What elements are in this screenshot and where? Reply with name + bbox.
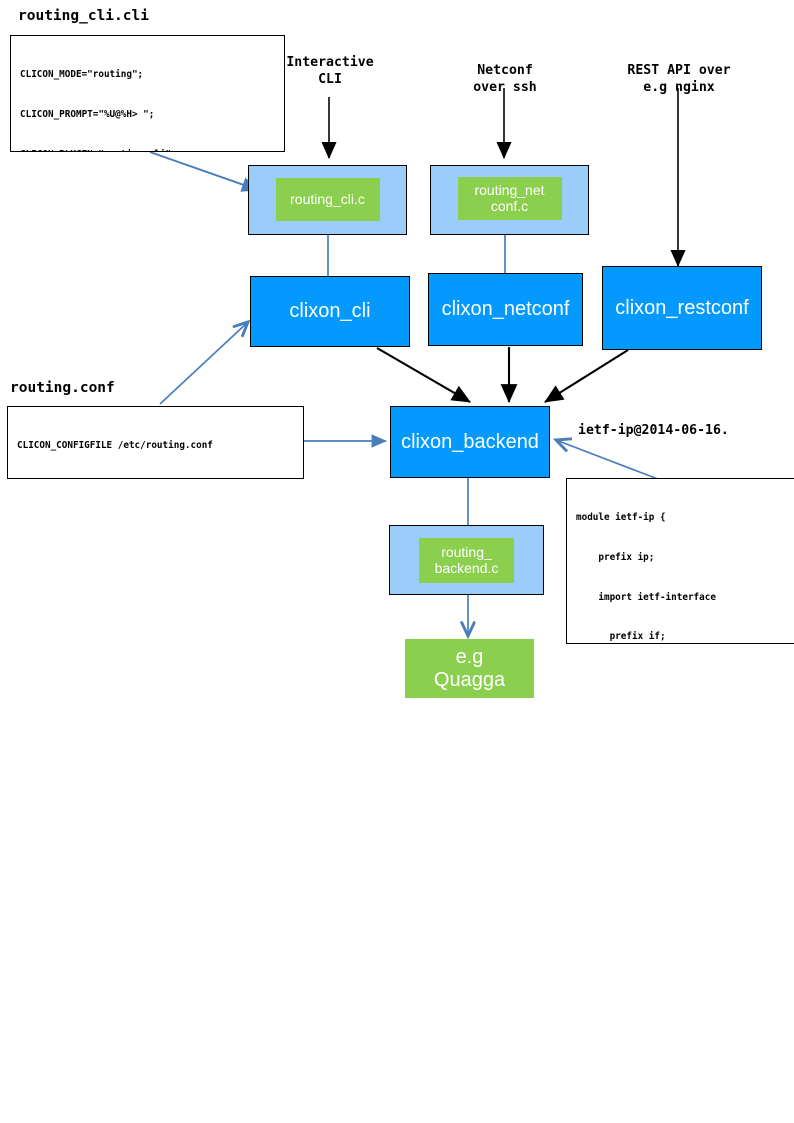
node-clixon-backend[interactable]: clixon_backend (390, 406, 550, 478)
cli-spec-line-3: CLICON_PLUGIN="routing_cli"; (20, 148, 276, 151)
cli-spec-line-1: CLICON_MODE="routing"; (20, 69, 144, 81)
yang-line-2: prefix ip; (576, 552, 655, 564)
annotation-netconf-over-ssh: Netconf over ssh (473, 63, 537, 95)
cli-spec-code-box: CLICON_MODE="routing"; CLICON_PROMPT="%U… (10, 35, 285, 152)
node-quagga[interactable]: e.g Quagga (405, 639, 534, 698)
annotation-interactive-cli: Interactive CLI (286, 55, 374, 87)
yang-caption: ietf-ip@2014-06-16. (578, 423, 729, 438)
conf-code-box: CLICON_CONFIGFILE /etc/routing.conf CLIC… (7, 406, 304, 479)
conf-caption: routing.conf (10, 380, 115, 396)
yang-line-1: module ietf-ip { (576, 512, 666, 524)
yang-code-box: module ietf-ip { prefix ip; import ietf-… (566, 478, 794, 644)
arrow-yang-to-clixon-backend (556, 440, 664, 482)
backend-plugin-container: routing_ backend.c (389, 525, 544, 595)
node-clixon-netconf[interactable]: clixon_netconf (428, 273, 583, 346)
arrow-cli-spec-to-routing-cli-c (149, 151, 259, 192)
arrow-clixon-cli-to-backend (376, 347, 471, 403)
conf-line-1: CLICON_CONFIGFILE /etc/routing.conf (17, 440, 213, 452)
node-clixon-restconf[interactable]: clixon_restconf (602, 266, 762, 350)
node-routing-backend-c[interactable]: routing_ backend.c (419, 538, 514, 583)
yang-line-4: prefix if; (576, 631, 666, 643)
annotation-rest-api: REST API over e.g nginx (627, 63, 731, 95)
netconf-plugin-container: routing_net conf.c (430, 165, 589, 235)
arrow-clixon-restconf-to-backend (544, 349, 629, 403)
arrow-conf-to-clixon-cli (159, 322, 248, 405)
cli-spec-line-2: CLICON_PROMPT="%U@%H> "; (20, 109, 155, 121)
node-clixon-cli[interactable]: clixon_cli (250, 276, 410, 347)
cli-spec-caption: routing_cli.cli (18, 8, 149, 24)
yang-line-3: import ietf-interface (576, 591, 716, 603)
node-routing-netconf-c[interactable]: routing_net conf.c (457, 177, 562, 220)
node-routing-cli-c[interactable]: routing_cli.c (275, 178, 380, 221)
cli-plugin-container: routing_cli.c (248, 165, 407, 235)
